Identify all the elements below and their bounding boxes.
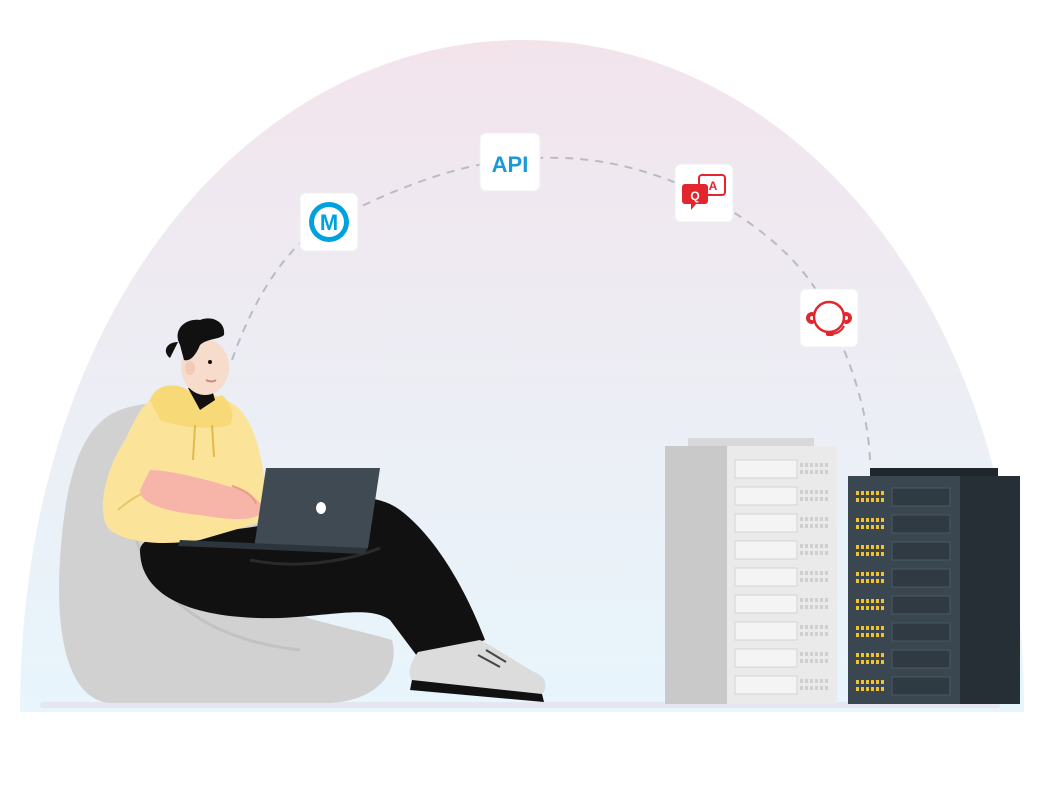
light-server-unit xyxy=(734,675,828,695)
dark-server-unit xyxy=(856,676,951,696)
support-headset-icon xyxy=(799,288,859,348)
qa-q-glyph: Q xyxy=(690,189,699,203)
dark-server-unit xyxy=(856,541,951,561)
person-figure xyxy=(102,318,546,702)
laptop-logo xyxy=(316,502,326,514)
laptop xyxy=(178,468,380,554)
light-server-unit xyxy=(734,567,828,587)
qa-icon: A Q xyxy=(674,163,734,223)
api-label: API xyxy=(492,152,529,177)
hood xyxy=(150,385,233,428)
shoe-sole xyxy=(410,680,544,702)
dark-server-unit xyxy=(856,487,951,507)
pants-crease xyxy=(249,546,381,566)
light-server-unit xyxy=(734,459,828,479)
mouth xyxy=(205,379,217,383)
light-server-unit xyxy=(734,648,828,668)
light-server-unit xyxy=(734,513,828,533)
light-server-unit xyxy=(734,486,828,506)
api-icon: API xyxy=(479,132,541,192)
light-server-unit xyxy=(734,540,828,560)
hoodie-strings xyxy=(192,424,215,461)
mulesoft-glyph: M xyxy=(320,210,338,235)
qa-a-glyph: A xyxy=(709,179,718,193)
ear xyxy=(185,361,195,375)
dark-server-units xyxy=(856,487,951,696)
dark-server-unit xyxy=(856,568,951,588)
light-server-units xyxy=(734,459,828,695)
dark-server-unit xyxy=(856,649,951,669)
pants xyxy=(140,498,485,660)
chair-crease xyxy=(128,519,301,652)
server-rack-light xyxy=(665,438,837,704)
light-server-unit xyxy=(734,594,828,614)
shoe-laces xyxy=(477,649,507,668)
arm xyxy=(140,470,263,520)
dark-server-unit xyxy=(856,595,951,615)
hair-tuft xyxy=(165,342,178,358)
dark-server-unit xyxy=(856,514,951,534)
light-server-unit xyxy=(734,621,828,641)
mulesoft-icon: M xyxy=(299,192,359,252)
server-rack-dark xyxy=(848,468,1020,704)
hair xyxy=(177,318,225,361)
hand-detail xyxy=(231,485,257,505)
eye xyxy=(208,360,212,364)
dark-server-unit xyxy=(856,622,951,642)
